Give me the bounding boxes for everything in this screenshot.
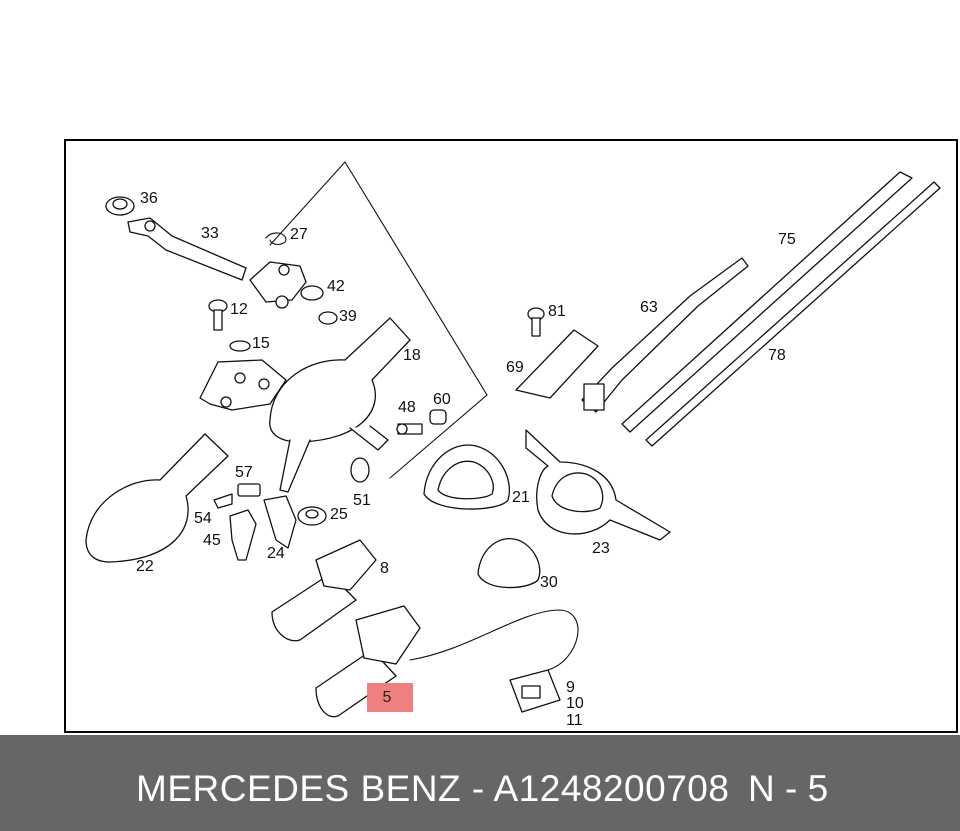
- part-washer-42: [300, 285, 324, 301]
- label-45: 45: [203, 532, 221, 549]
- label-18: 18: [403, 347, 421, 364]
- label-25: 25: [330, 506, 348, 523]
- part-trim-30: [477, 538, 541, 589]
- part-motor-5: [315, 605, 579, 718]
- part-fitting-48: [396, 423, 423, 435]
- footer-title: MERCEDES BENZ - A1248200708: [136, 768, 730, 809]
- part-crank-assembly: [249, 261, 307, 309]
- label-57: 57: [235, 464, 253, 481]
- part-bracket-24: [263, 495, 297, 549]
- part-motor-8: [271, 539, 377, 642]
- part-washer-51: [350, 457, 370, 483]
- part-connector-9: [509, 669, 561, 713]
- footer-bar: [0, 735, 960, 831]
- part-clip-27: [265, 232, 287, 246]
- group-outline: [269, 161, 488, 479]
- label-24: 24: [267, 545, 285, 562]
- label-60: 60: [433, 391, 451, 408]
- label-8: 8: [380, 560, 389, 577]
- label-10: 10: [566, 695, 584, 712]
- label-33: 33: [201, 225, 219, 242]
- part-wiper-refill-78: [645, 181, 941, 447]
- part-washer-15: [229, 340, 251, 352]
- part-bracket-45: [229, 509, 257, 561]
- label-42: 42: [327, 278, 345, 295]
- part-bolt-81: [527, 307, 545, 337]
- part-bracket-frame: [199, 359, 287, 411]
- part-wiper-arm-63: [581, 257, 749, 413]
- part-nut-36: [105, 196, 135, 216]
- label-78: 78: [768, 347, 786, 364]
- part-bolt-12: [208, 299, 228, 331]
- label-12: 12: [230, 301, 248, 318]
- part-cover-22: [85, 433, 229, 563]
- label-54: 54: [194, 510, 212, 527]
- label-22: 22: [136, 558, 154, 575]
- part-cover-69: [515, 329, 599, 399]
- part-grommet-25: [297, 506, 327, 526]
- label-9: 9: [566, 679, 575, 696]
- label-75: 75: [778, 231, 796, 248]
- label-48: 48: [398, 399, 416, 416]
- label-51: 51: [353, 492, 371, 509]
- footer-ref: N - 5: [748, 768, 829, 809]
- part-linkage-arm-33: [127, 217, 247, 281]
- label-21: 21: [512, 489, 530, 506]
- label-11: 11: [566, 712, 583, 729]
- highlight-label-5: 5: [382, 689, 392, 706]
- label-36: 36: [140, 190, 158, 207]
- part-cover-18: [269, 317, 411, 493]
- label-63: 63: [640, 299, 658, 316]
- label-30: 30: [540, 574, 558, 591]
- label-81: 81: [548, 303, 566, 320]
- label-23: 23: [592, 540, 610, 557]
- part-nut-39: [318, 311, 338, 325]
- label-69: 69: [506, 359, 524, 376]
- part-clip-57: [237, 483, 261, 497]
- label-27: 27: [290, 226, 308, 243]
- part-wiper-blade-75: [621, 171, 913, 433]
- part-cap-60: [429, 409, 447, 425]
- part-trim-21: [423, 444, 510, 510]
- part-housing-23: [525, 429, 671, 541]
- label-39: 39: [339, 308, 357, 325]
- part-clip-54: [213, 493, 233, 509]
- label-15: 15: [252, 335, 270, 352]
- highlight-box: [367, 683, 413, 712]
- diagram-frame: [64, 139, 958, 733]
